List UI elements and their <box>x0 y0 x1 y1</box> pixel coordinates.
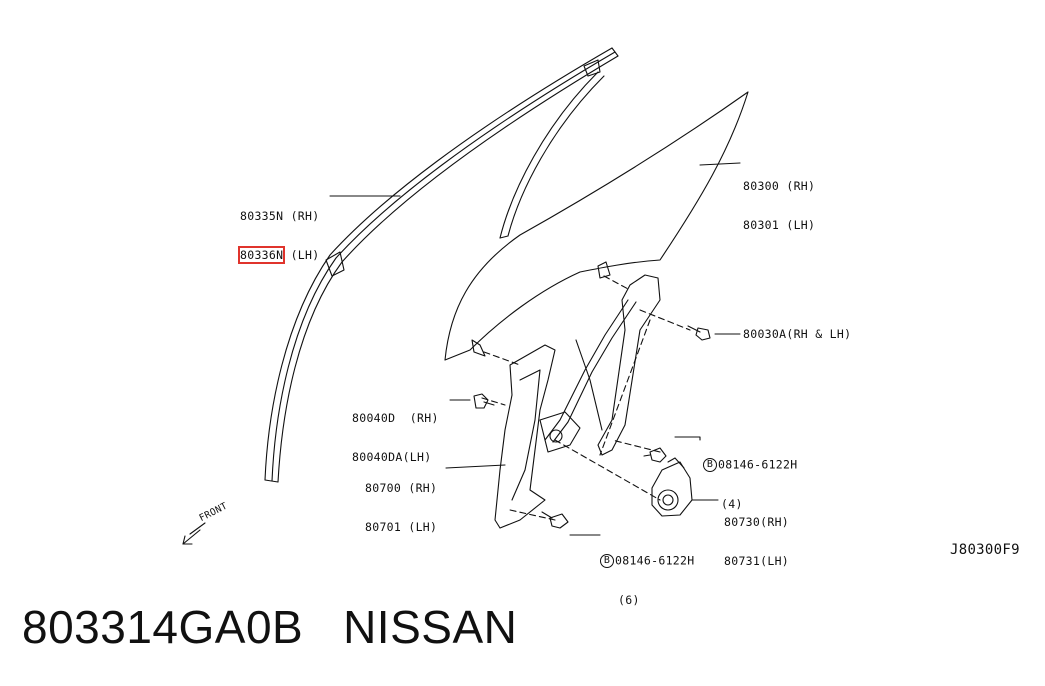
label-80335N-rh: 80335N (RH) <box>240 209 320 223</box>
pulley-hub <box>549 429 563 443</box>
label-80301-lh: 80301 (LH) <box>743 218 816 232</box>
regulator-pulley <box>539 411 581 453</box>
glass-run-channel <box>499 71 605 239</box>
footer-brand: NISSAN <box>343 601 518 653</box>
leader-lines <box>329 162 741 536</box>
label-08146-upper-qty: (4) <box>721 497 743 511</box>
footer-caption: 803314GA0B NISSAN <box>22 600 517 654</box>
label-80730: 80730(RH) 80731(LH) <box>724 490 789 581</box>
label-80731-lh: 80731(LH) <box>724 554 790 568</box>
bolt-08146-upper <box>643 447 667 463</box>
label-80336N-lh: 80336N (LH) <box>237 246 320 264</box>
label-80300: 80300 (RH) 80301 (LH) <box>743 154 815 245</box>
label-80300-rh: 80300 (RH) <box>743 179 816 193</box>
regulator-motor <box>651 457 693 517</box>
b-badge-icon: B <box>600 554 614 568</box>
label-80040D: 80040D (RH) 80040DA(LH) <box>352 386 439 477</box>
label-08146-lower-code: 08146-6122H <box>615 553 695 568</box>
nut-80040D <box>473 393 495 409</box>
door-glass <box>444 91 749 361</box>
label-80030A: 80030A(RH & LH) <box>743 327 852 341</box>
regulator-plate-rib <box>511 369 541 501</box>
label-80700-rh: 80700 (RH) <box>365 481 438 495</box>
label-80335N: 80335N (RH) 80336N (LH) <box>237 184 320 275</box>
b-badge-icon: B <box>703 458 717 472</box>
front-arrow-icon <box>182 522 206 545</box>
bolt-08146-lower <box>541 511 569 529</box>
drawing-code: J80300F9 <box>950 542 1020 558</box>
sash-moulding <box>264 47 619 483</box>
footer-part-number: 803314GA0B <box>22 601 304 653</box>
label-80700: 80700 (RH) 80701 (LH) <box>365 456 437 547</box>
glass-bracket-rear <box>597 261 611 279</box>
label-80040D-rh: 80040D (RH) <box>352 411 439 425</box>
regulator-rails <box>544 274 661 456</box>
label-80040DA-lh: 80040DA(LH) <box>352 450 432 464</box>
label-80336N-code-highlighted: 80336N <box>237 246 286 264</box>
label-80730-rh: 80730(RH) <box>724 515 790 529</box>
label-08146-lower-qty: (6) <box>618 593 640 607</box>
label-08146-upper-code: 08146-6122H <box>718 457 798 472</box>
label-80336N-side: (LH) <box>283 248 320 262</box>
glass-bracket-front <box>471 339 486 357</box>
bolt-80030A <box>687 325 711 341</box>
label-80701-lh: 80701 (LH) <box>365 520 438 534</box>
regulator-plate <box>494 344 556 529</box>
reference-dashes <box>481 275 691 521</box>
